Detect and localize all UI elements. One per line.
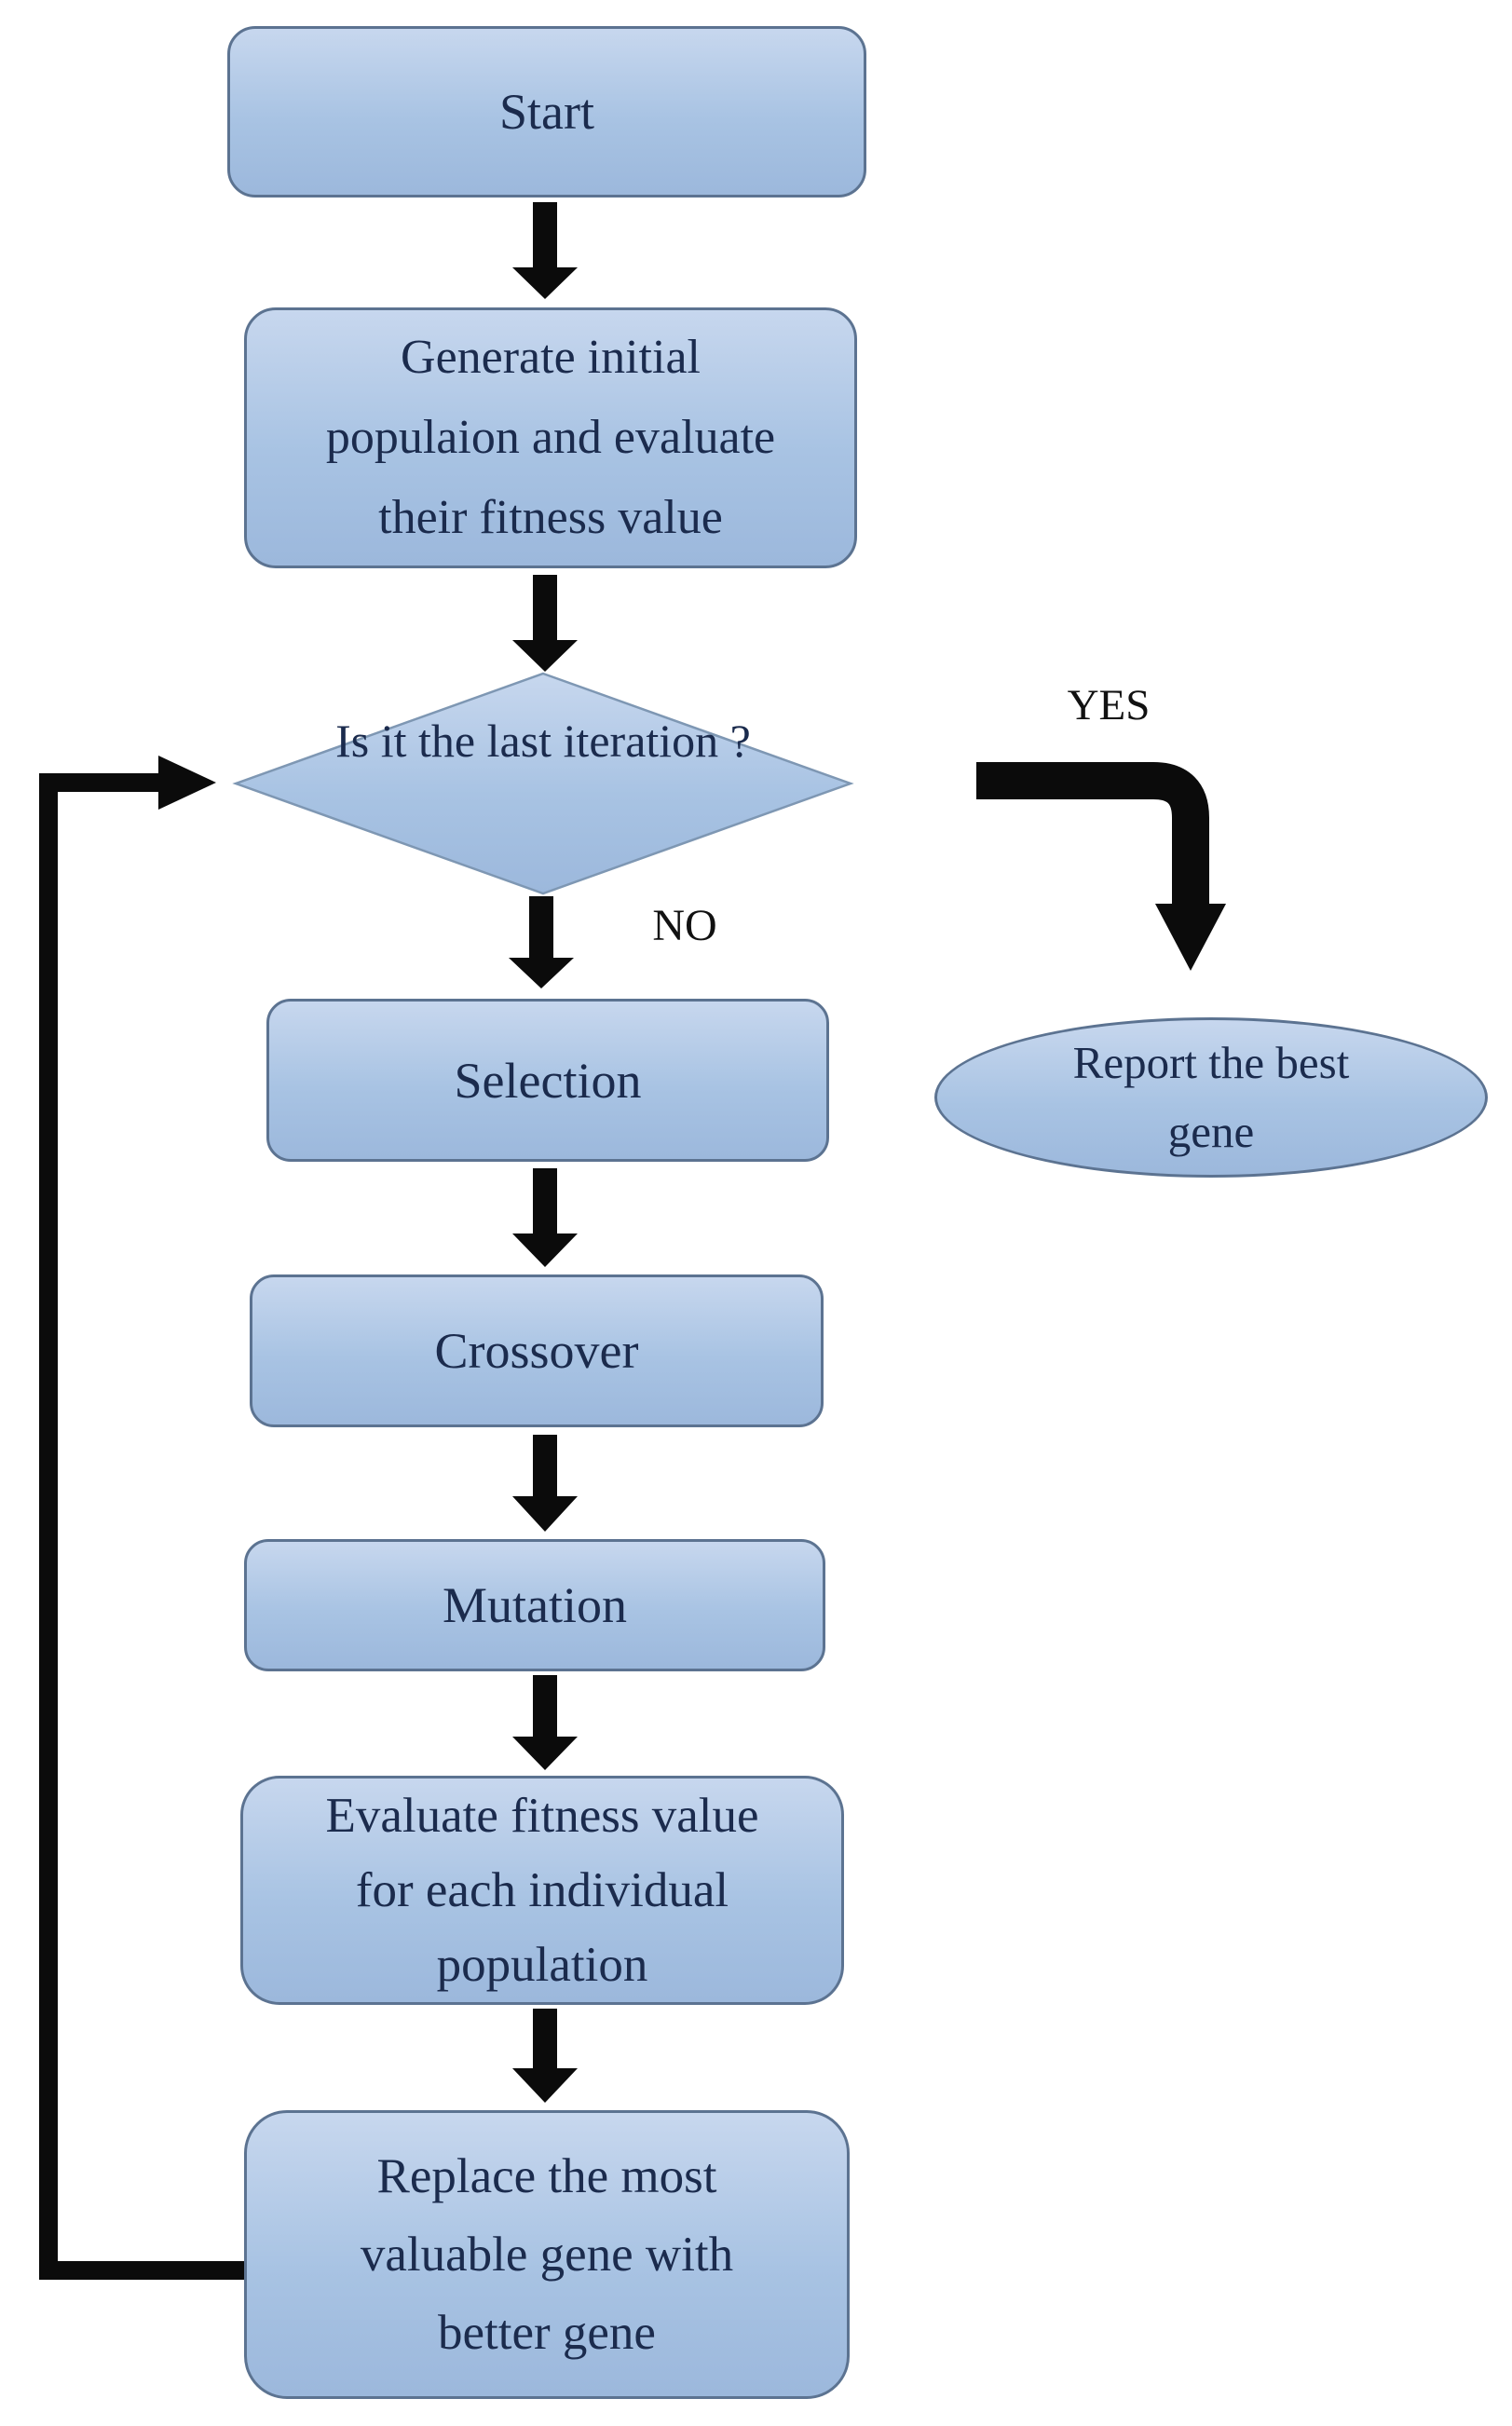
arrow-generate-to-decision — [512, 575, 578, 672]
arrow-evaluate-to-replace — [512, 2009, 578, 2103]
arrow-head-icon — [509, 958, 574, 988]
arrow-decision-to-selection — [509, 896, 574, 988]
arrow-head-icon — [512, 1496, 578, 1532]
arrow-shaft — [533, 1168, 557, 1233]
arrow-start-to-generate — [512, 202, 578, 299]
arrow-shaft — [529, 896, 553, 958]
arrow-shaft — [533, 202, 557, 267]
node-replace-gene: Replace the most valuable gene with bett… — [244, 2110, 850, 2399]
node-mutation-label: Mutation — [443, 1577, 627, 1633]
node-report-best-gene: Report the best gene — [934, 1017, 1488, 1178]
yes-elbow-line — [976, 762, 1209, 909]
arrow-head-icon — [512, 2068, 578, 2103]
arrow-shaft — [533, 575, 557, 640]
node-generate-line: Generate initial — [401, 331, 701, 384]
arrow-head-icon — [158, 756, 216, 810]
node-decision-label: Is it the last iteration ? — [236, 702, 851, 780]
edge-label-no: NO — [652, 901, 717, 950]
arrow-yes-decision-to-report — [976, 762, 1226, 971]
arrow-head-icon — [512, 267, 578, 299]
node-generate-line: their fitness value — [378, 491, 723, 544]
node-replace-line: valuable gene with — [360, 2228, 734, 2282]
node-replace-line: better gene — [438, 2306, 656, 2360]
node-replace-line: Replace the most — [376, 2149, 717, 2203]
node-evaluate-line: for each individual — [355, 1863, 729, 1917]
node-evaluate-line: Evaluate fitness value — [325, 1789, 759, 1843]
node-crossover-label: Crossover — [434, 1323, 639, 1379]
node-evaluate-line: population — [436, 1938, 648, 1992]
loop-line — [39, 773, 248, 2280]
arrow-shaft — [533, 1435, 557, 1496]
arrow-head-icon — [512, 640, 578, 672]
arrow-mutation-to-evaluate — [512, 1675, 578, 1770]
node-mutation: Mutation — [244, 1539, 825, 1671]
node-start-label: Start — [499, 84, 594, 140]
edge-label-yes: YES — [1067, 681, 1151, 729]
arrow-crossover-to-mutation — [512, 1435, 578, 1532]
arrow-head-icon — [512, 1737, 578, 1770]
node-generate-population: Generate initial populaion and evaluate … — [244, 307, 857, 568]
node-crossover: Crossover — [250, 1274, 824, 1427]
arrow-loop-replace-to-decision — [39, 756, 248, 2280]
node-evaluate-fitness: Evaluate fitness value for each individu… — [240, 1776, 844, 2005]
node-report-line: Report the best — [1072, 1037, 1350, 1088]
node-decision-line: Is it the last — [335, 715, 552, 767]
arrow-selection-to-crossover — [512, 1168, 578, 1267]
arrow-head-icon — [1155, 904, 1226, 971]
node-decision-line: iteration ? — [563, 715, 751, 767]
node-selection-label: Selection — [454, 1052, 642, 1109]
arrow-head-icon — [512, 1233, 578, 1267]
arrow-shaft — [533, 1675, 557, 1737]
node-generate-line: populaion and evaluate — [325, 411, 776, 464]
node-selection: Selection — [266, 999, 829, 1162]
node-start: Start — [227, 26, 866, 198]
arrow-shaft — [533, 2009, 557, 2068]
node-report-line: gene — [1167, 1106, 1255, 1157]
